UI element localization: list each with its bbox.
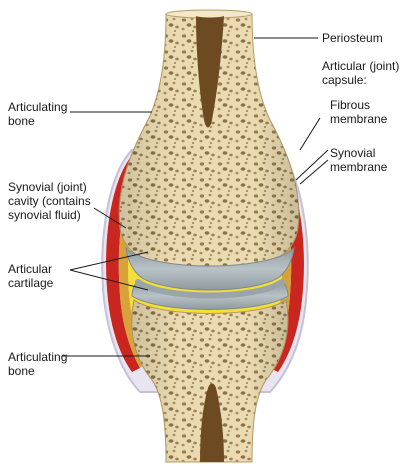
label-articular-capsule: Articular (joint) capsule: <box>322 59 400 87</box>
label-fibrous-membrane: Fibrous membrane <box>330 98 388 126</box>
leader-fibrous <box>299 117 321 151</box>
leader-synovial-cavity <box>93 207 127 229</box>
label-synovial-cavity: Synovial (joint) cavity (contains synovi… <box>8 180 91 222</box>
leader-synovial-membrane-2 <box>299 159 329 185</box>
label-periosteum: Periosteum <box>322 31 383 45</box>
label-articular-cartilage: Articular cartilage <box>8 262 54 290</box>
label-articulating-bone-bottom: Articulating bone <box>8 350 68 378</box>
lower-medullary-cavity <box>200 383 224 462</box>
leader-cartilage-2 <box>69 269 149 291</box>
leader-cartilage-1 <box>69 251 149 271</box>
leader-synovial-membrane-1 <box>295 149 329 181</box>
fibrous-membrane-left <box>106 158 140 372</box>
label-articulating-bone-top: Articulating bone <box>8 100 68 128</box>
articular-cartilage-upper <box>125 246 295 291</box>
label-synovial-membrane: Synovial membrane <box>330 146 388 174</box>
upper-medullary-cavity <box>196 16 224 128</box>
